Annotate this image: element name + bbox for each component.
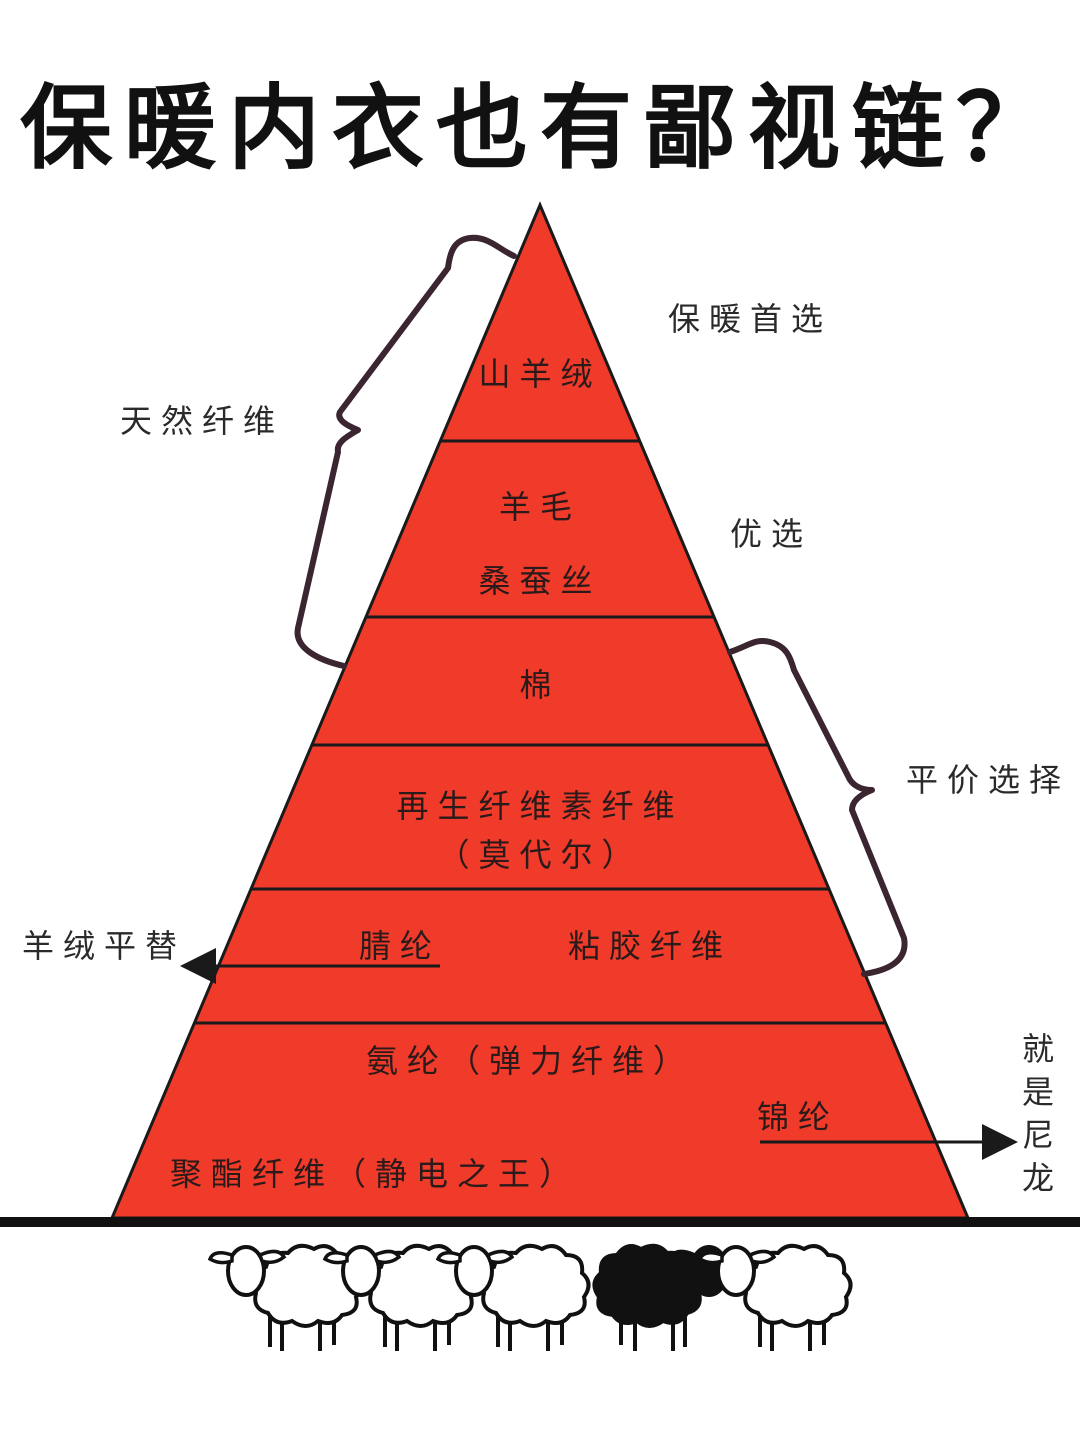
tier-dividers <box>194 439 886 1025</box>
tier-4-regenerated-cellulose: 再生纤维素纤维 <box>396 787 683 825</box>
natural-fiber-brace <box>294 234 517 669</box>
svg-text:是: 是 <box>1022 1073 1054 1111</box>
svg-text:就: 就 <box>1022 1030 1054 1068</box>
tier-2-wool: 羊毛 <box>499 488 581 526</box>
warmth-first-label: 保暖首选 <box>668 300 832 338</box>
sheep-row <box>208 1243 853 1353</box>
white-sheep-icon <box>698 1243 853 1353</box>
affordable-brace <box>727 638 908 977</box>
affordable-label: 平价选择 <box>906 761 1070 799</box>
cashmere-alt-label: 羊绒平替 <box>22 927 186 965</box>
tier-6-spandex: 氨纶（弹力纤维） <box>366 1042 694 1080</box>
tier-2-silk: 桑蚕丝 <box>478 562 601 600</box>
tier-5-viscose: 粘胶纤维 <box>568 927 732 965</box>
natural-fiber-label: 天然纤维 <box>120 402 284 440</box>
tier-4-modal: （莫代尔） <box>437 836 642 874</box>
tier-5-acrylic: 腈纶 <box>359 927 441 965</box>
svg-text:尼: 尼 <box>1022 1116 1054 1154</box>
tier-1-cashmere: 山羊绒 <box>478 355 601 393</box>
tier-6-nylon: 锦纶 <box>757 1098 839 1136</box>
tier-6-polyester: 聚酯纤维（静电之王） <box>170 1155 580 1193</box>
svg-text:龙: 龙 <box>1022 1159 1054 1197</box>
page-title: 保暖内衣也有鄙视链？ <box>19 75 1060 182</box>
is-nylon-vertical-label: 就 是 尼 龙 <box>1022 1030 1054 1197</box>
preferred-label: 优选 <box>730 515 812 553</box>
tier-3-cotton: 棉 <box>519 666 560 704</box>
